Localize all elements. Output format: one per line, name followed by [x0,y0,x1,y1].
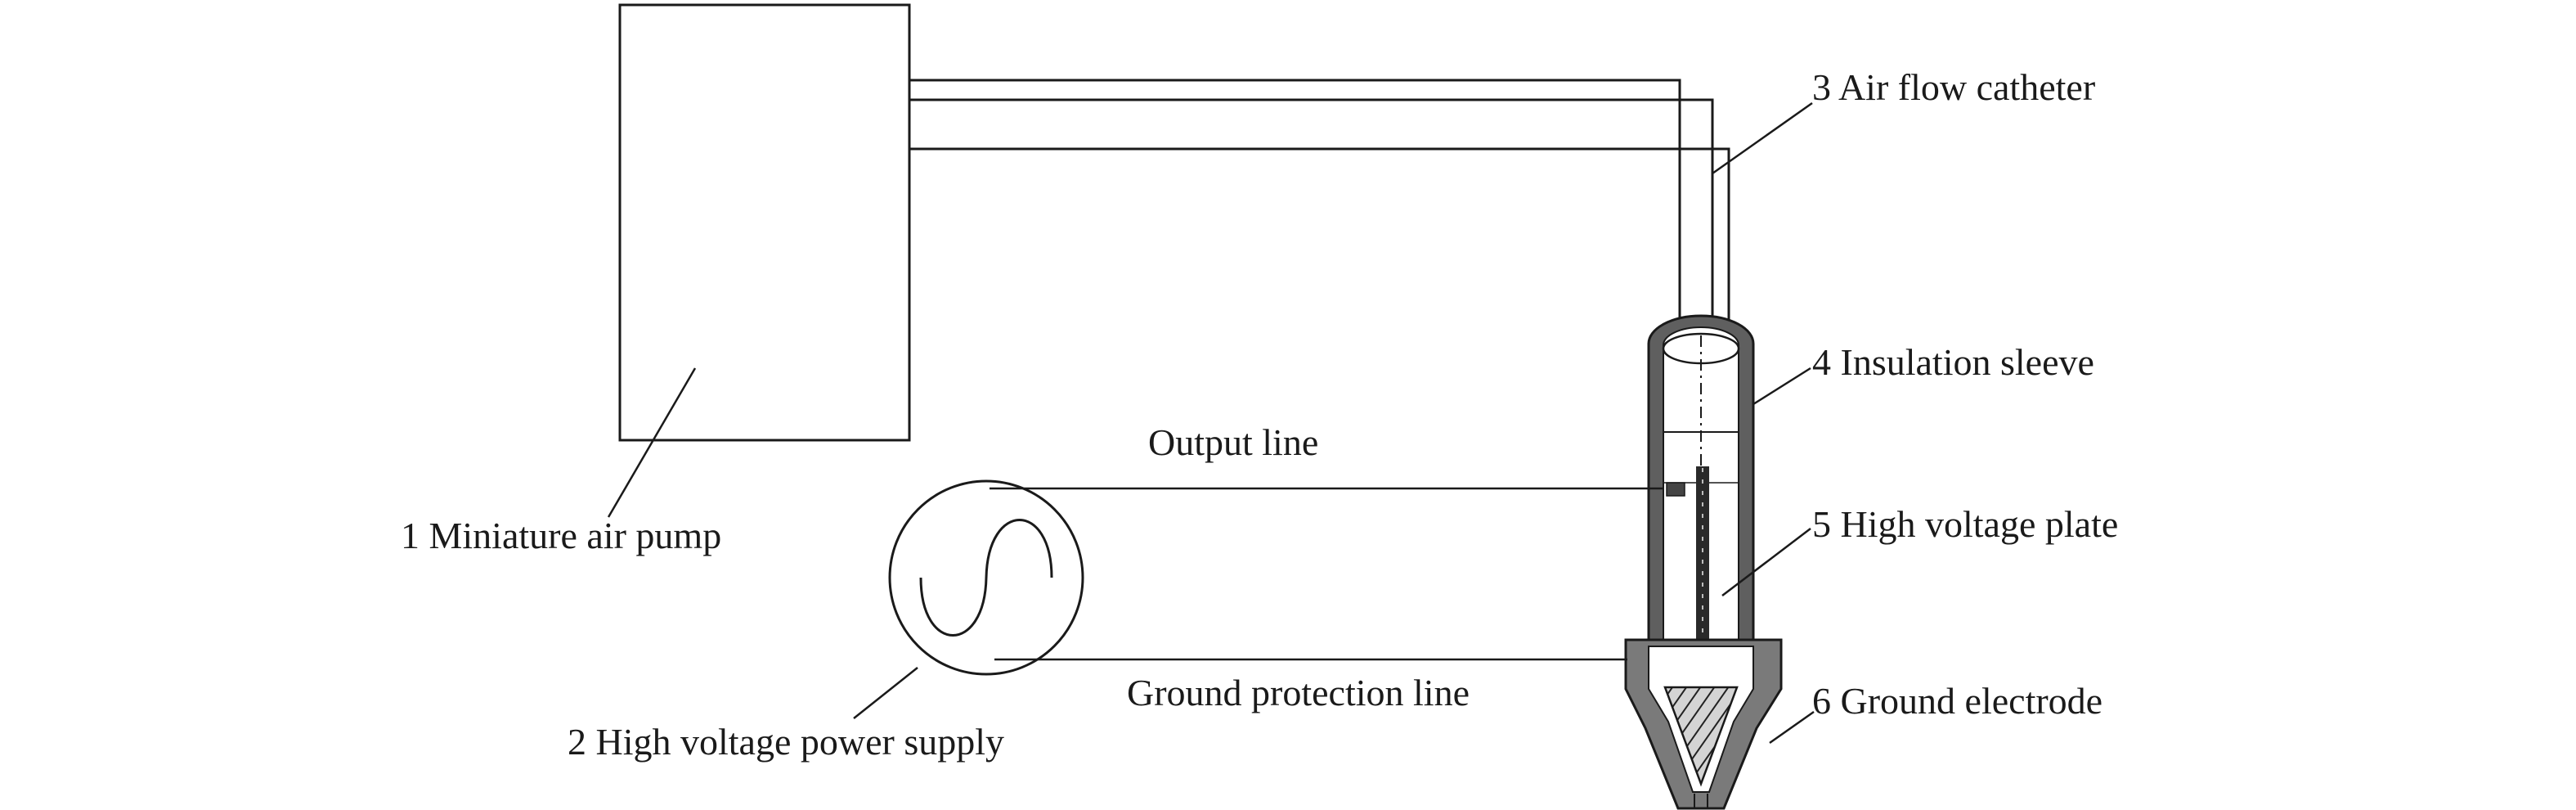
power-supply-symbol [888,479,1084,676]
label-insulation-sleeve: 4 Insulation sleeve [1812,341,2094,383]
label-high-voltage-plate: 5 High voltage plate [1812,503,2118,545]
leader-line-ground-electrode [1769,710,1815,745]
air-pump-box [618,3,911,442]
leader-line-pump [607,367,697,518]
label-ground-protection-line: Ground protection line [1127,672,1470,713]
label-ground-electrode: 6 Ground electrode [1812,680,2103,722]
air-flow-catheter [909,79,1730,321]
leader-line-air-catheter [1712,101,1813,175]
label-output-line: Output line [1148,421,1318,463]
high-voltage-plate [1666,466,1709,679]
label-power-supply: 2 High voltage power supply [568,721,1004,763]
label-air-flow-catheter: 3 Air flow catheter [1812,66,2095,108]
label-air-pump: 1 Miniature air pump [401,515,721,556]
ground-electrode [1624,638,1783,810]
leader-line-power-supply [853,667,918,719]
leader-line-hv-plate [1721,528,1811,596]
leader-line-insulation-sleeve [1752,367,1811,406]
